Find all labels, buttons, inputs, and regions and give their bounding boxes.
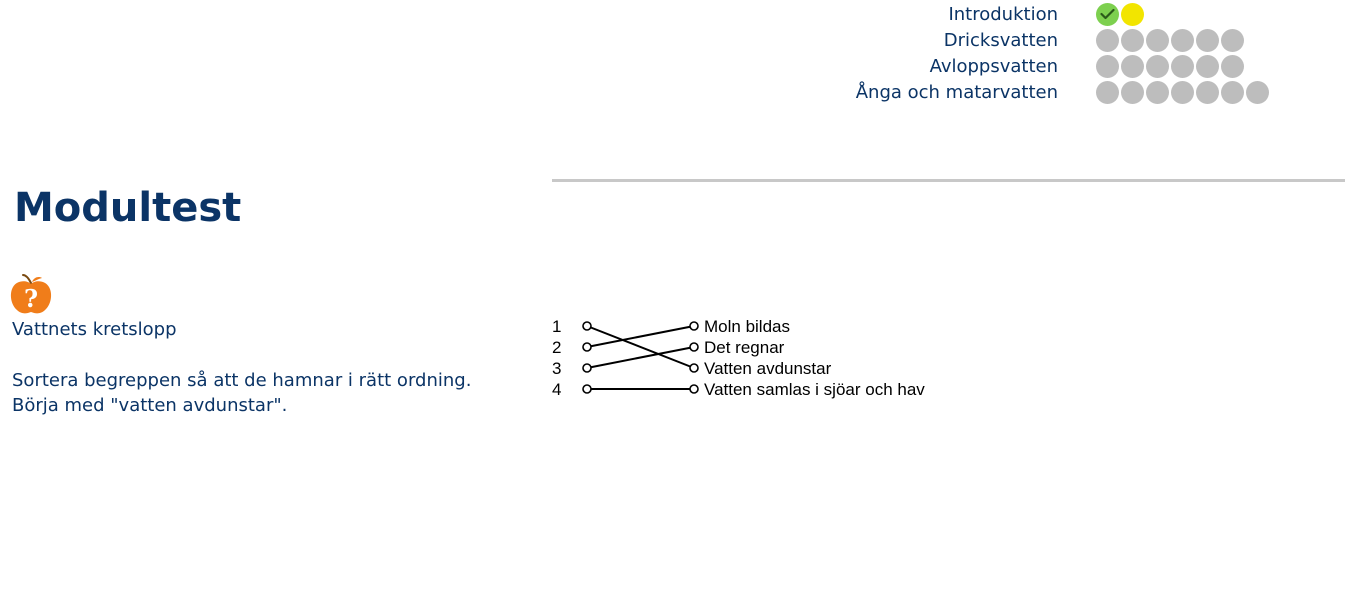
progress-dot[interactable] [1121, 55, 1144, 78]
module-progress: Introduktion Dricksvatten Avloppsvatten [840, 0, 1345, 110]
progress-dot[interactable] [1121, 81, 1144, 104]
progress-dot[interactable] [1221, 29, 1244, 52]
progress-dot[interactable] [1221, 55, 1244, 78]
progress-dot[interactable] [1121, 29, 1144, 52]
right-connector[interactable] [689, 363, 699, 373]
right-connector[interactable] [689, 342, 699, 352]
order-number: 3 [552, 359, 561, 378]
matching-exercise[interactable]: 1 2 3 4 Moln bildas Det regnar Vatten av… [540, 312, 960, 408]
progress-dot[interactable] [1096, 55, 1119, 78]
question-instruction: Sortera begreppen så att de hamnar i rät… [12, 370, 472, 416]
svg-text:?: ? [24, 284, 38, 313]
match-item: Moln bildas [704, 317, 790, 336]
connection-line[interactable] [586, 346, 695, 369]
progress-dot-current[interactable] [1121, 3, 1144, 26]
progress-dot[interactable] [1196, 55, 1219, 78]
left-connector[interactable] [582, 384, 592, 394]
progress-row-dricksvatten[interactable]: Dricksvatten [840, 28, 1345, 52]
connection-line[interactable] [586, 325, 695, 369]
progress-row-avloppsvatten[interactable]: Avloppsvatten [840, 54, 1345, 78]
question-apple-icon: ? [9, 274, 53, 316]
section-divider [552, 179, 1345, 182]
progress-label: Introduktion [948, 4, 1058, 25]
progress-dot[interactable] [1171, 29, 1194, 52]
left-connector[interactable] [582, 342, 592, 352]
order-number: 4 [552, 380, 561, 399]
progress-dot[interactable] [1096, 29, 1119, 52]
progress-dot-done[interactable] [1096, 3, 1119, 26]
left-connector[interactable] [582, 321, 592, 331]
progress-dot[interactable] [1096, 81, 1119, 104]
progress-dot[interactable] [1146, 29, 1169, 52]
progress-dot[interactable] [1196, 29, 1219, 52]
page-title: Modultest [14, 185, 242, 231]
progress-dot[interactable] [1171, 81, 1194, 104]
order-number: 2 [552, 338, 561, 357]
match-item: Det regnar [704, 338, 785, 357]
progress-label: Dricksvatten [943, 30, 1058, 51]
left-connector[interactable] [582, 363, 592, 373]
check-icon [1100, 8, 1115, 20]
right-connector[interactable] [689, 321, 699, 331]
progress-row-introduktion[interactable]: Introduktion [840, 2, 1345, 26]
match-item: Vatten samlas i sjöar och hav [704, 380, 925, 399]
order-number: 1 [552, 317, 561, 336]
progress-dot[interactable] [1146, 81, 1169, 104]
question-topic: Vattnets kretslopp [12, 319, 177, 340]
progress-label: Avloppsvatten [929, 56, 1058, 77]
match-item: Vatten avdunstar [704, 359, 832, 378]
progress-label: Ånga och matarvatten [855, 82, 1058, 103]
progress-dot[interactable] [1246, 81, 1269, 104]
progress-dot[interactable] [1171, 55, 1194, 78]
progress-dot[interactable] [1221, 81, 1244, 104]
progress-dot[interactable] [1196, 81, 1219, 104]
progress-row-anga-och-matarvatten[interactable]: Ånga och matarvatten [840, 80, 1345, 104]
progress-dot[interactable] [1146, 55, 1169, 78]
right-connector[interactable] [689, 384, 699, 394]
connection-line[interactable] [586, 325, 695, 348]
